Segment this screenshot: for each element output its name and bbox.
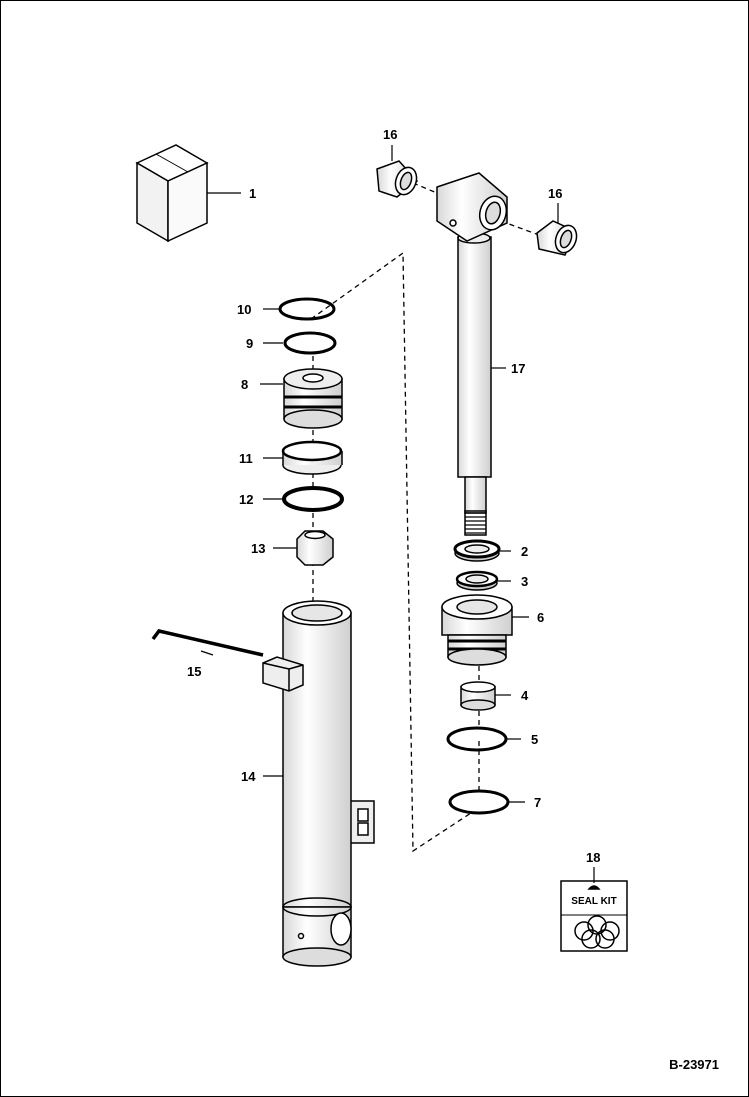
callout-1: 1 bbox=[249, 186, 256, 201]
callout-18: 18 bbox=[586, 850, 600, 865]
part-2-rod-seal[interactable] bbox=[453, 539, 501, 562]
part-10-o-ring[interactable] bbox=[278, 297, 336, 321]
callout-14: 14 bbox=[241, 769, 256, 784]
part-17-piston-rod[interactable] bbox=[436, 172, 510, 536]
part-8-piston[interactable] bbox=[283, 368, 343, 429]
part-3-wiper-ring[interactable] bbox=[455, 570, 499, 591]
leader-lines bbox=[200, 145, 595, 883]
callout-17: 17 bbox=[511, 361, 525, 376]
callout-7: 7 bbox=[534, 795, 541, 810]
callout-11: 11 bbox=[239, 451, 253, 466]
callout-13: 13 bbox=[251, 541, 265, 556]
part-12-seal-ring[interactable] bbox=[282, 486, 344, 512]
seal-kit-label: SEAL KIT bbox=[571, 896, 616, 907]
part-16-bushing-right[interactable] bbox=[536, 220, 580, 256]
callout-2: 2 bbox=[521, 544, 528, 559]
part-16-bushing-left[interactable] bbox=[376, 160, 420, 198]
callout-5: 5 bbox=[531, 732, 538, 747]
callout-6: 6 bbox=[537, 610, 544, 625]
part-18-seal-kit[interactable] bbox=[560, 880, 628, 952]
callout-8: 8 bbox=[241, 377, 248, 392]
part-6-gland[interactable] bbox=[441, 594, 513, 666]
part-4-rod-bushing[interactable] bbox=[460, 681, 496, 711]
part-15-hex-key[interactable] bbox=[151, 629, 264, 657]
part-11-wear-ring[interactable] bbox=[281, 440, 343, 475]
callout-10: 10 bbox=[237, 302, 251, 317]
part-7-backup-ring[interactable] bbox=[448, 789, 510, 815]
callout-4: 4 bbox=[521, 688, 529, 703]
part-14-cylinder-barrel[interactable] bbox=[262, 600, 375, 967]
part-9-o-ring[interactable] bbox=[283, 331, 337, 355]
drawing-reference: B-23971 bbox=[669, 1057, 719, 1072]
callout-15: 15 bbox=[187, 664, 201, 679]
callout-16-left: 16 bbox=[383, 127, 397, 142]
callout-16-right: 16 bbox=[548, 186, 562, 201]
part-13-hex-nut[interactable] bbox=[296, 530, 334, 566]
callout-3: 3 bbox=[521, 574, 528, 589]
part-5-o-ring[interactable] bbox=[446, 726, 508, 752]
callout-9: 9 bbox=[246, 336, 253, 351]
callout-12: 12 bbox=[239, 492, 253, 507]
part-1-box[interactable] bbox=[135, 144, 209, 243]
